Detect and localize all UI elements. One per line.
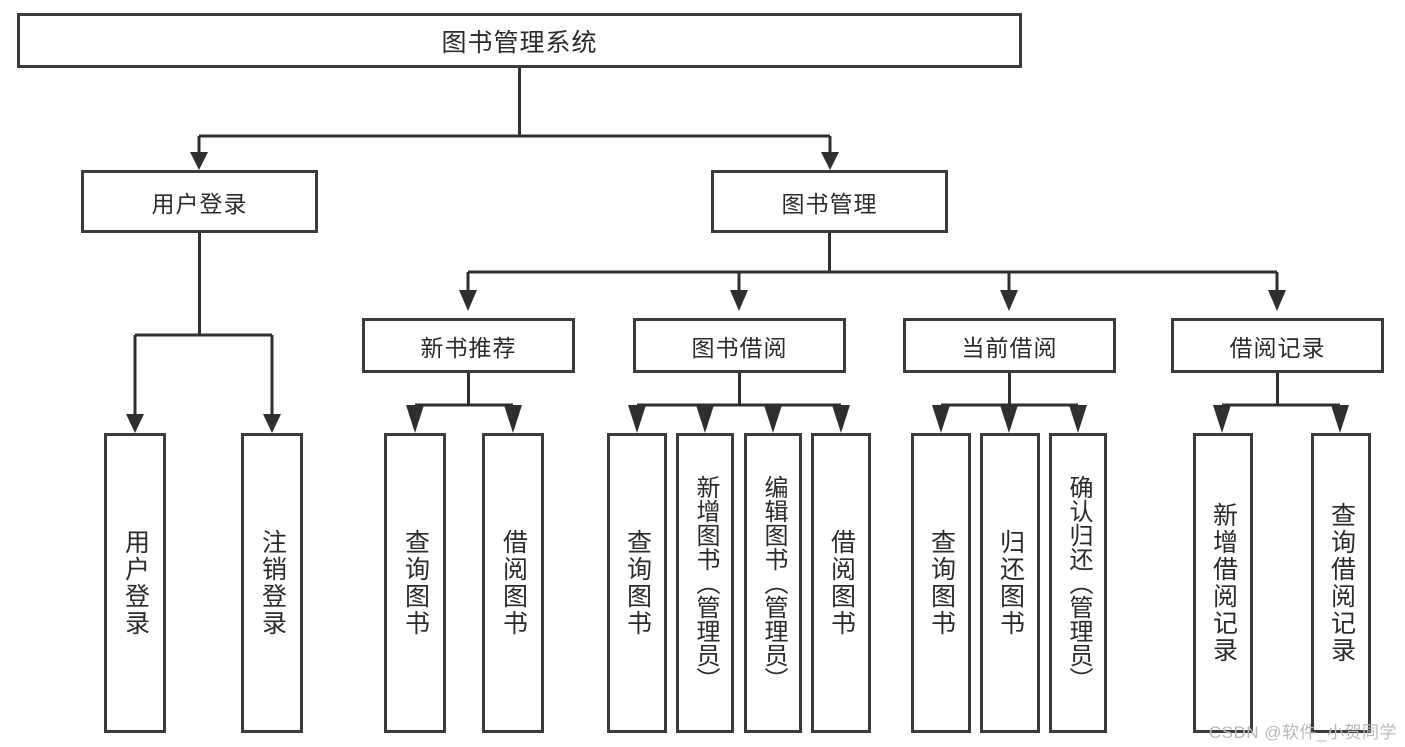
leaf-borrow-book-recommend[interactable]: 借阅图书 [482, 433, 544, 733]
node-user-login[interactable]: 用户登录 [81, 170, 318, 233]
watermark-text: CSDN @软件_小贺同学 [1208, 723, 1397, 742]
leaf-return-book[interactable]: 归还图书 [980, 433, 1040, 733]
leaf-edit-book-admin[interactable]: 编辑图书（管理员） [744, 433, 802, 733]
leaf-query-book-borrow[interactable]: 查询图书 [607, 433, 667, 733]
leaf-add-borrow-record[interactable]: 新增借阅记录 [1193, 433, 1253, 733]
leaf-add-book-admin[interactable]: 新增图书（管理员） [676, 433, 734, 733]
node-new-book-recommend[interactable]: 新书推荐 [362, 318, 575, 373]
leaf-confirm-return-admin[interactable]: 确认归还（管理员） [1049, 433, 1107, 733]
node-current-borrow[interactable]: 当前借阅 [903, 318, 1116, 373]
node-borrow-record[interactable]: 借阅记录 [1171, 318, 1384, 373]
leaf-borrow-book-borrow[interactable]: 借阅图书 [811, 433, 871, 733]
node-root-book-management-system[interactable]: 图书管理系统 [17, 13, 1022, 68]
leaf-query-borrow-record[interactable]: 查询借阅记录 [1311, 433, 1371, 733]
node-book-borrow[interactable]: 图书借阅 [633, 318, 846, 373]
leaf-query-book-current[interactable]: 查询图书 [911, 433, 971, 733]
node-book-manage[interactable]: 图书管理 [711, 170, 948, 233]
leaf-user-logout[interactable]: 注销登录 [241, 433, 303, 733]
leaf-user-login[interactable]: 用户登录 [104, 433, 166, 733]
leaf-query-book-recommend[interactable]: 查询图书 [384, 433, 446, 733]
